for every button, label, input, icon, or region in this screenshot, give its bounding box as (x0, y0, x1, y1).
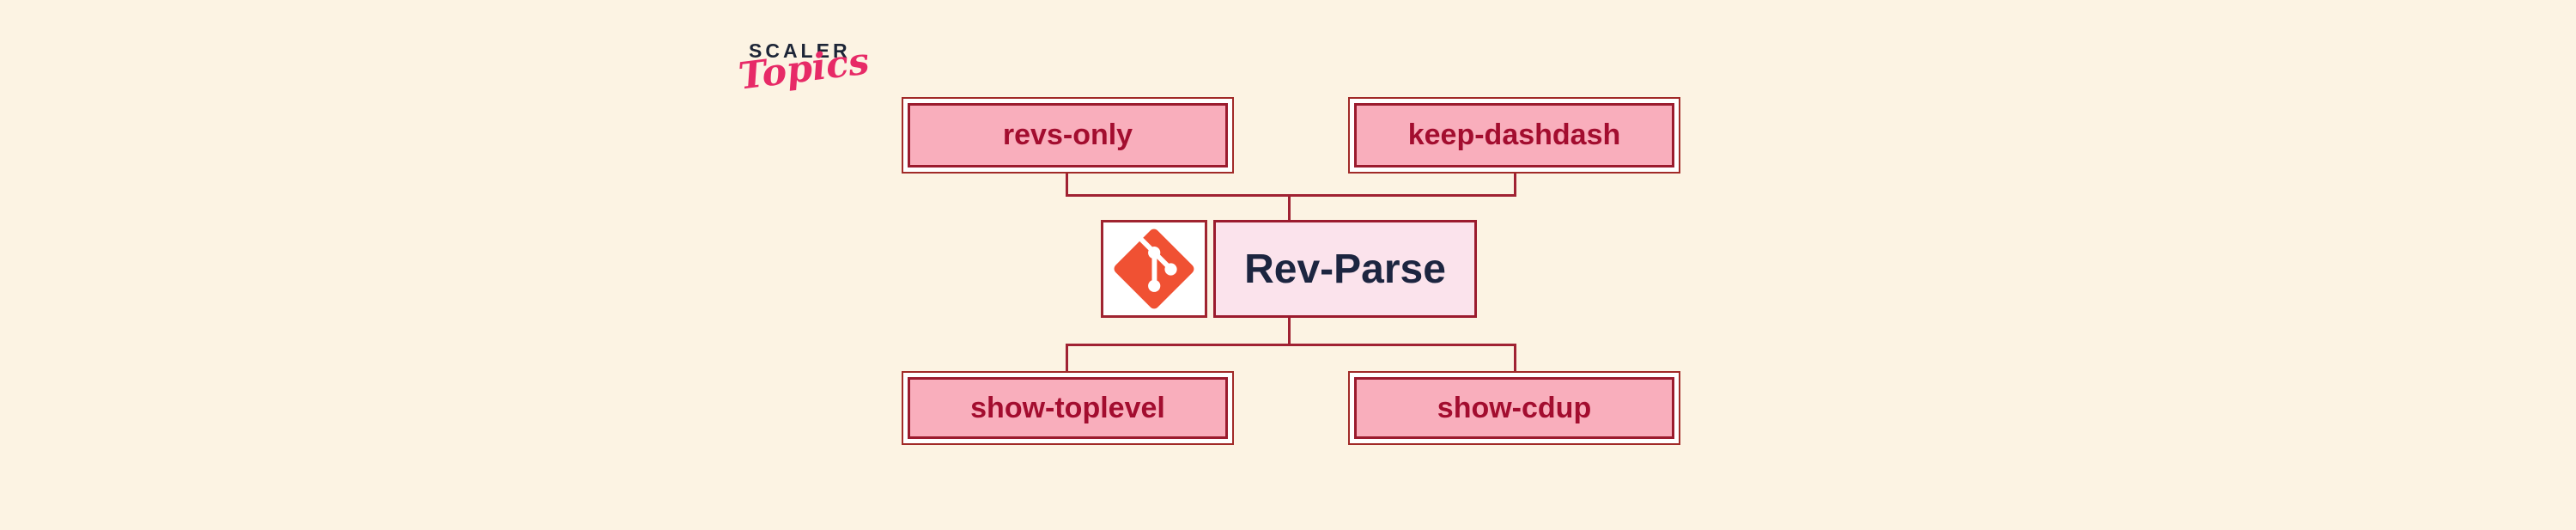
connector-stub-bottom-left (1066, 344, 1068, 372)
connector-vertical-bottom (1288, 317, 1291, 346)
git-logo-box (1101, 220, 1207, 318)
logo-brand-text: SCALER (749, 40, 851, 62)
connector-horizontal-bottom (1066, 344, 1516, 346)
connector-horizontal-top (1066, 194, 1516, 197)
option-label-keep-dashdash: keep-dashdash (1354, 103, 1674, 168)
connector-stub-top-left (1066, 174, 1068, 197)
scaler-topics-logo: SCALER Topics (737, 40, 874, 99)
connector-stub-bottom-right (1514, 344, 1516, 372)
option-box-show-toplevel: show-toplevel (902, 371, 1234, 445)
option-label-show-toplevel: show-toplevel (908, 377, 1228, 439)
rev-parse-node: Rev-Parse (1213, 220, 1477, 318)
git-icon (1112, 227, 1196, 311)
option-box-keep-dashdash: keep-dashdash (1348, 97, 1680, 174)
rev-parse-label: Rev-Parse (1244, 246, 1446, 292)
option-label-show-cdup: show-cdup (1354, 377, 1674, 439)
option-box-show-cdup: show-cdup (1348, 371, 1680, 445)
option-box-revs-only: revs-only (902, 97, 1234, 174)
connector-stub-top-right (1514, 174, 1516, 197)
option-label-revs-only: revs-only (908, 103, 1228, 168)
connector-vertical-top (1288, 194, 1291, 221)
